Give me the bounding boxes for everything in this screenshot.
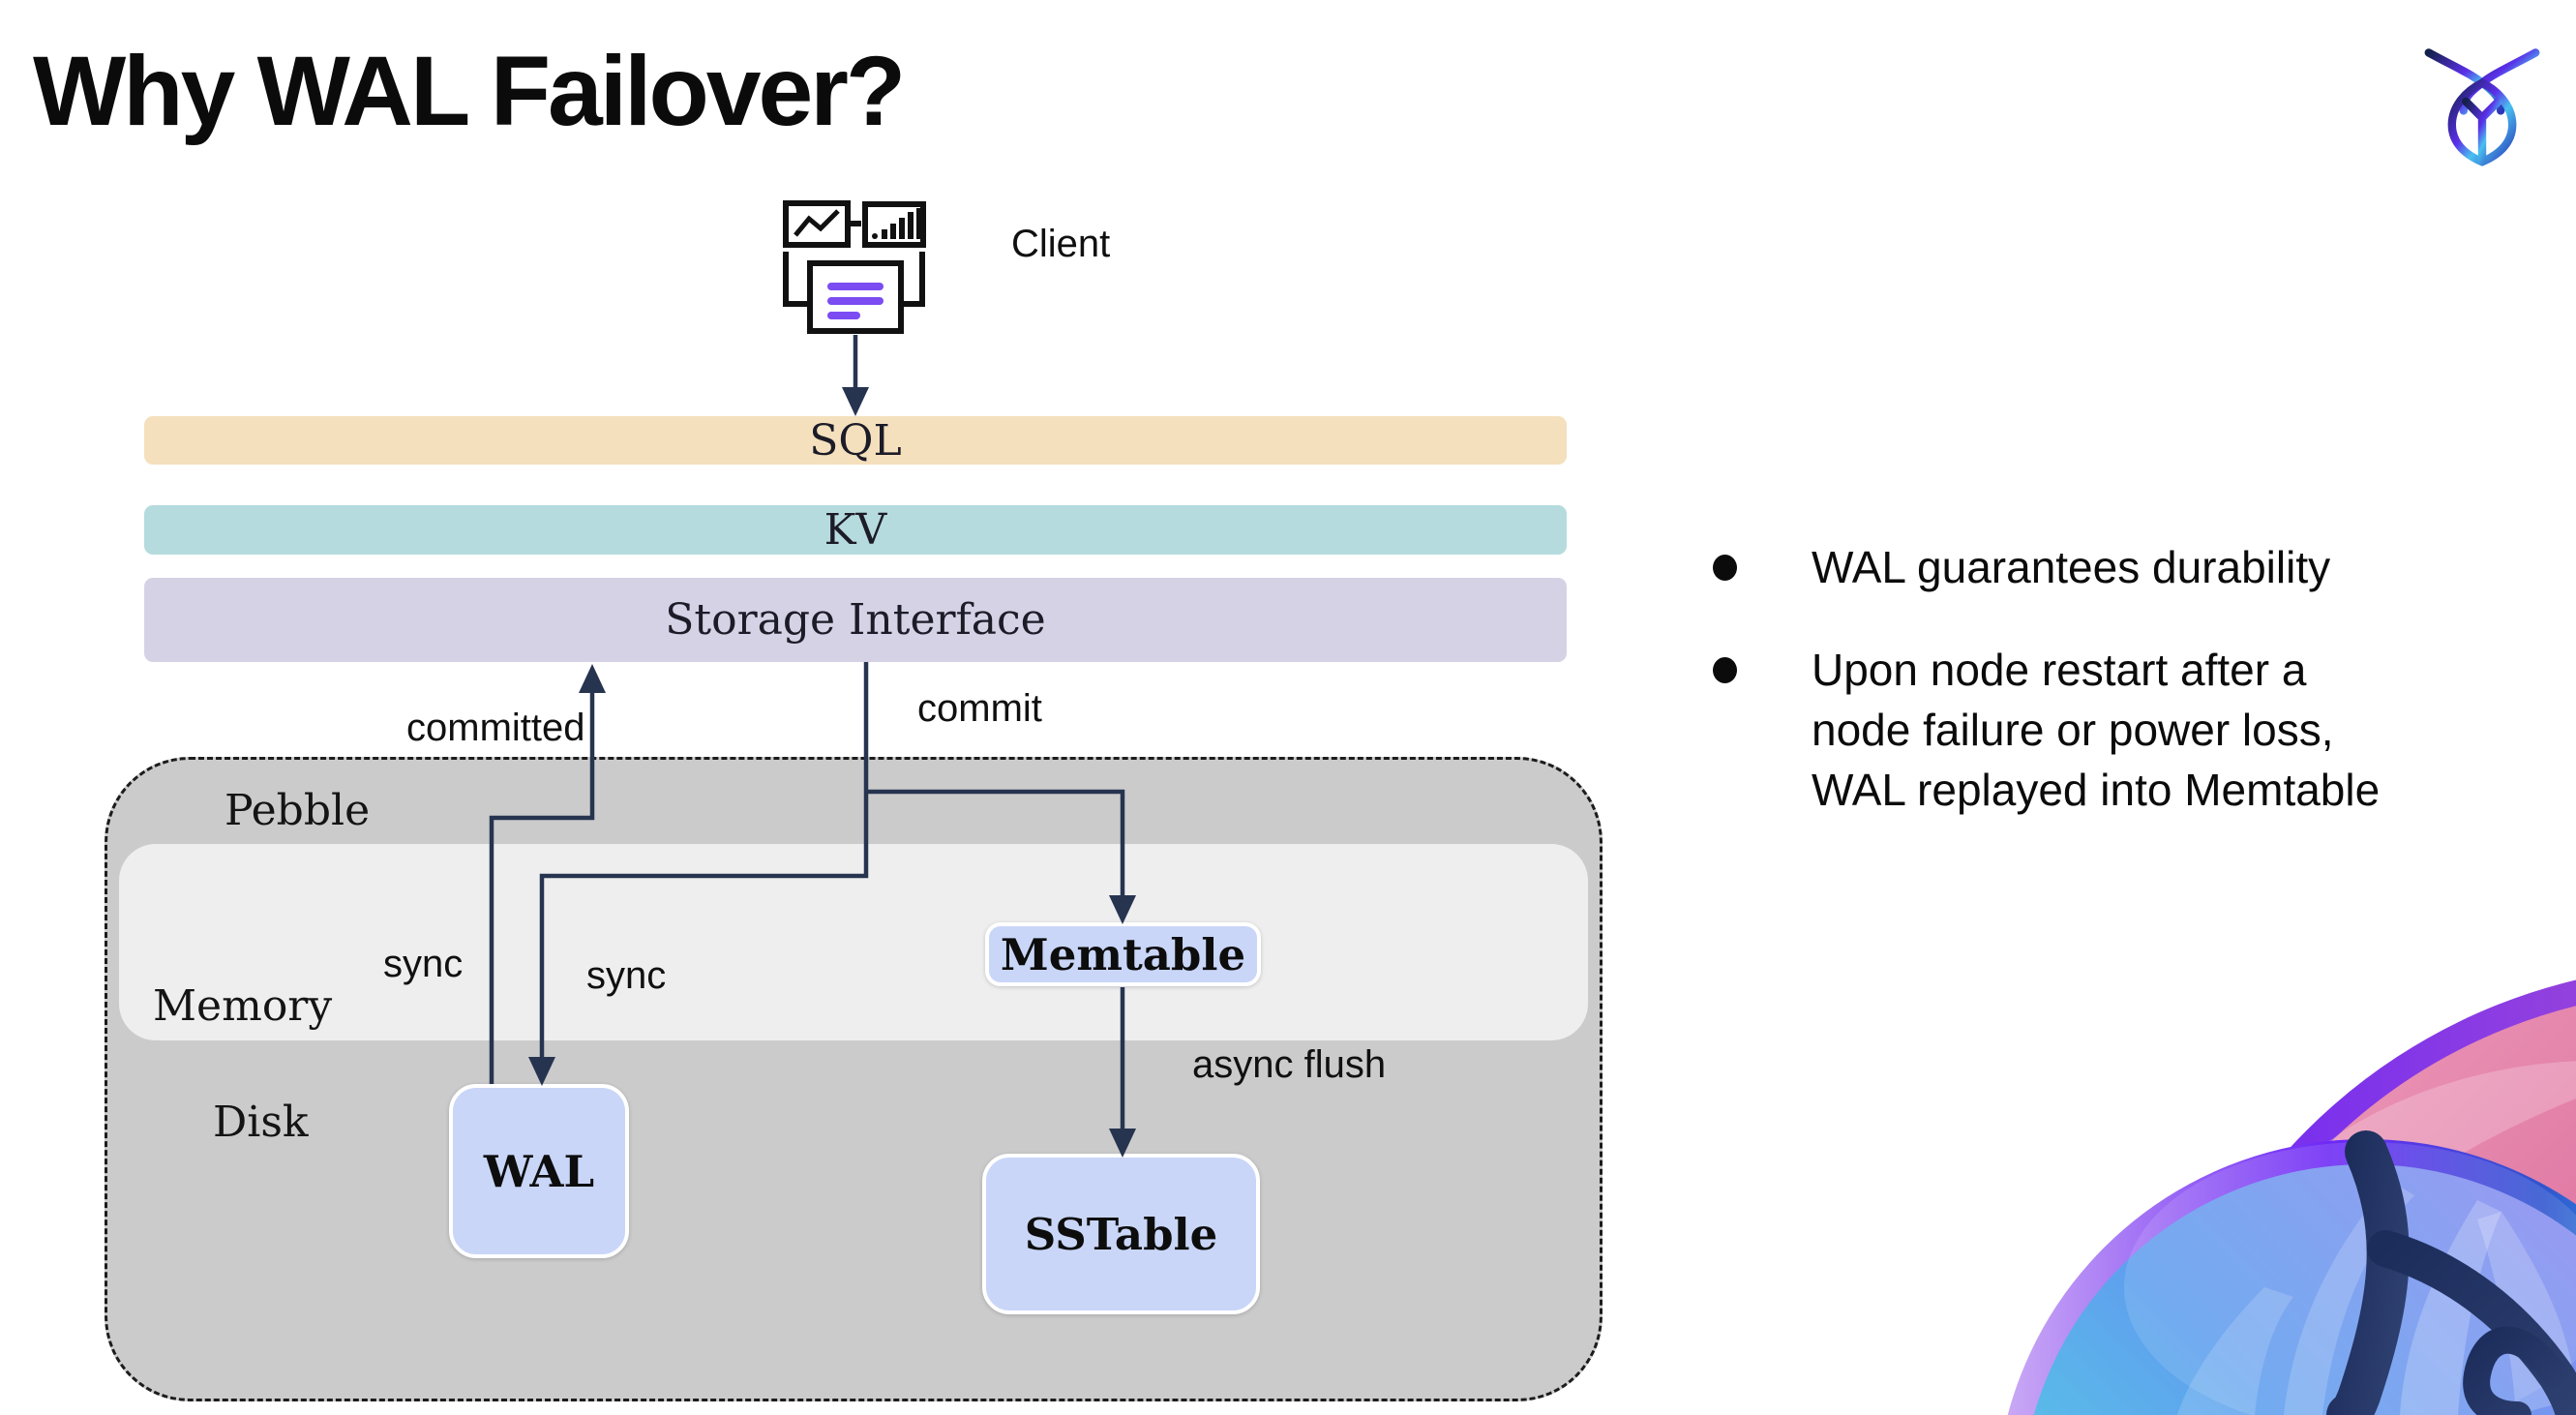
right-bracket [899, 252, 925, 307]
bullet-line: WAL guarantees durability [1812, 542, 2331, 592]
bullet-item: Upon node restart after a node failure o… [1713, 640, 2468, 820]
bar-chart-glyph [872, 208, 922, 239]
client-devices-icon [783, 200, 926, 334]
layer-bar-sql: SQL [144, 415, 1567, 466]
layer-bar-storage-interface: Storage Interface [144, 578, 1567, 662]
disk-label: Disk [213, 1098, 309, 1147]
arrowhead-into-sql [842, 387, 869, 416]
edge-label-sync-right: sync [586, 954, 667, 997]
arrowhead-into-storage [579, 664, 606, 693]
bullet-text: WAL guarantees durability [1812, 537, 2330, 597]
layer-label-kv: KV [824, 505, 887, 555]
document-text-lines [827, 283, 884, 319]
line-chart-icon [783, 200, 851, 248]
bullet-line: node failure or power loss, [1812, 705, 2334, 755]
bullet-item: WAL guarantees durability [1713, 537, 2468, 597]
pebble-label: Pebble [225, 786, 371, 835]
edge-label-committed: committed [406, 707, 585, 749]
edge-label-async-flush: async flush [1192, 1043, 1387, 1086]
layer-label-storage-interface: Storage Interface [665, 595, 1046, 645]
edge-wal-committed-up [489, 677, 595, 1084]
bullet-line: Upon node restart after a [1812, 645, 2307, 695]
arrowhead-into-wal [528, 1057, 555, 1086]
edge-label-commit: commit [917, 687, 1042, 730]
document-icon [807, 260, 904, 334]
bullet-dot [1713, 657, 1737, 683]
brand-sphere-art [2007, 979, 2576, 1415]
edge-commit-to-memtable [866, 789, 1125, 908]
bullet-line: WAL replayed into Memtable [1812, 765, 2381, 815]
line-chart-glyph [794, 209, 840, 237]
client-label: Client [1011, 223, 1111, 265]
bullet-text: Upon node restart after a node failure o… [1812, 640, 2380, 820]
layer-bar-kv: KV [144, 505, 1567, 555]
left-bracket [783, 252, 809, 307]
dark-vein-shapes [2326, 1130, 2576, 1415]
bullet-list: WAL guarantees durability Upon node rest… [1713, 537, 2468, 820]
diagram-connectors [489, 200, 1136, 1158]
bullet-dot [1713, 555, 1737, 581]
arrowhead-into-memtable [1109, 895, 1136, 924]
blue-highlight [2124, 1142, 2576, 1415]
edge-label-sync-left: sync [383, 943, 464, 985]
arrowheads [528, 387, 1136, 1158]
edge-commit-sync-to-wal [539, 662, 869, 1074]
wal-label: WAL [483, 1145, 595, 1197]
sstable-label: SSTable [1024, 1208, 1218, 1260]
memory-label: Memory [153, 981, 333, 1031]
bar-chart-icon [862, 201, 926, 248]
page-title: Why WAL Failover? [33, 36, 906, 146]
memtable-label: Memtable [1000, 928, 1246, 980]
layer-label-sql: SQL [809, 415, 902, 466]
sstable-node: SSTable [982, 1154, 1260, 1314]
wal-node: WAL [449, 1084, 629, 1258]
arrowhead-into-sstable [1109, 1129, 1136, 1158]
memtable-node: Memtable [985, 922, 1261, 986]
cockroachdb-logo-icon [2424, 48, 2540, 166]
